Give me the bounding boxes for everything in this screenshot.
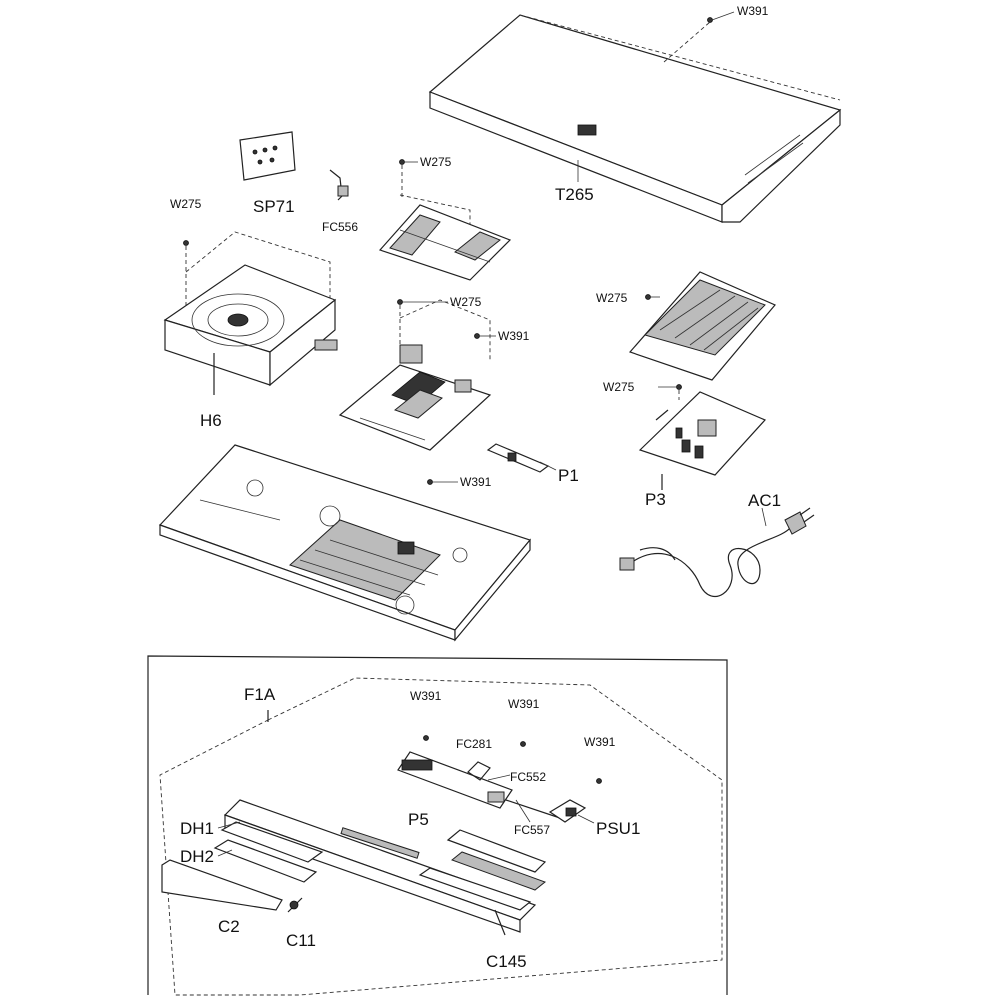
front-panel xyxy=(161,799,547,936)
label-c11: C11 xyxy=(286,931,316,950)
label-h6: H6 xyxy=(200,411,222,430)
label-w391-chassis: W391 xyxy=(460,475,492,489)
shield-board xyxy=(378,194,512,281)
label-p1: P1 xyxy=(558,466,579,485)
board-p1 xyxy=(486,443,550,473)
f1a-frame xyxy=(147,655,728,996)
power-cord-ac1 xyxy=(619,507,815,598)
label-psu1: PSU1 xyxy=(596,819,640,838)
main-board xyxy=(338,299,492,451)
label-w275-p3: W275 xyxy=(603,380,635,394)
label-w275-mid: W275 xyxy=(450,295,482,309)
screw-w275-board xyxy=(399,159,405,200)
disc-loader-h6 xyxy=(163,231,338,395)
part-labels: W391 T265 SP71 FC556 W275 W275 H6 W275 W… xyxy=(170,4,781,971)
label-c2: C2 xyxy=(218,917,240,936)
power-board-p3 xyxy=(638,384,767,490)
label-w275-right: W275 xyxy=(596,291,628,305)
label-fc557: FC557 xyxy=(514,823,550,837)
label-fc281: FC281 xyxy=(456,737,492,751)
label-dh1: DH1 xyxy=(180,819,214,838)
label-fc556: FC556 xyxy=(322,220,358,234)
label-w391-mid: W391 xyxy=(498,329,530,343)
label-w391-top: W391 xyxy=(737,4,769,18)
label-p5: P5 xyxy=(408,810,429,829)
label-fc552: FC552 xyxy=(510,770,546,784)
board-p5 xyxy=(397,735,602,823)
label-f1a: F1A xyxy=(244,685,276,704)
label-t265: T265 xyxy=(555,185,594,204)
label-sp71: SP71 xyxy=(253,197,295,216)
heatsink-board xyxy=(628,271,776,381)
label-p3: P3 xyxy=(645,490,666,509)
label-ac1: AC1 xyxy=(748,491,781,510)
label-c145: C145 xyxy=(486,952,527,971)
chassis xyxy=(158,444,532,642)
label-w275-board: W275 xyxy=(420,155,452,169)
leader-lines xyxy=(217,11,767,857)
label-w391-f2: W391 xyxy=(508,697,540,711)
top-cover-t265 xyxy=(428,14,842,223)
label-w391-f1: W391 xyxy=(410,689,442,703)
label-w275-left: W275 xyxy=(170,197,202,211)
label-w391-f3: W391 xyxy=(584,735,616,749)
board-sp71 xyxy=(239,131,349,201)
label-dh2: DH2 xyxy=(180,847,214,866)
